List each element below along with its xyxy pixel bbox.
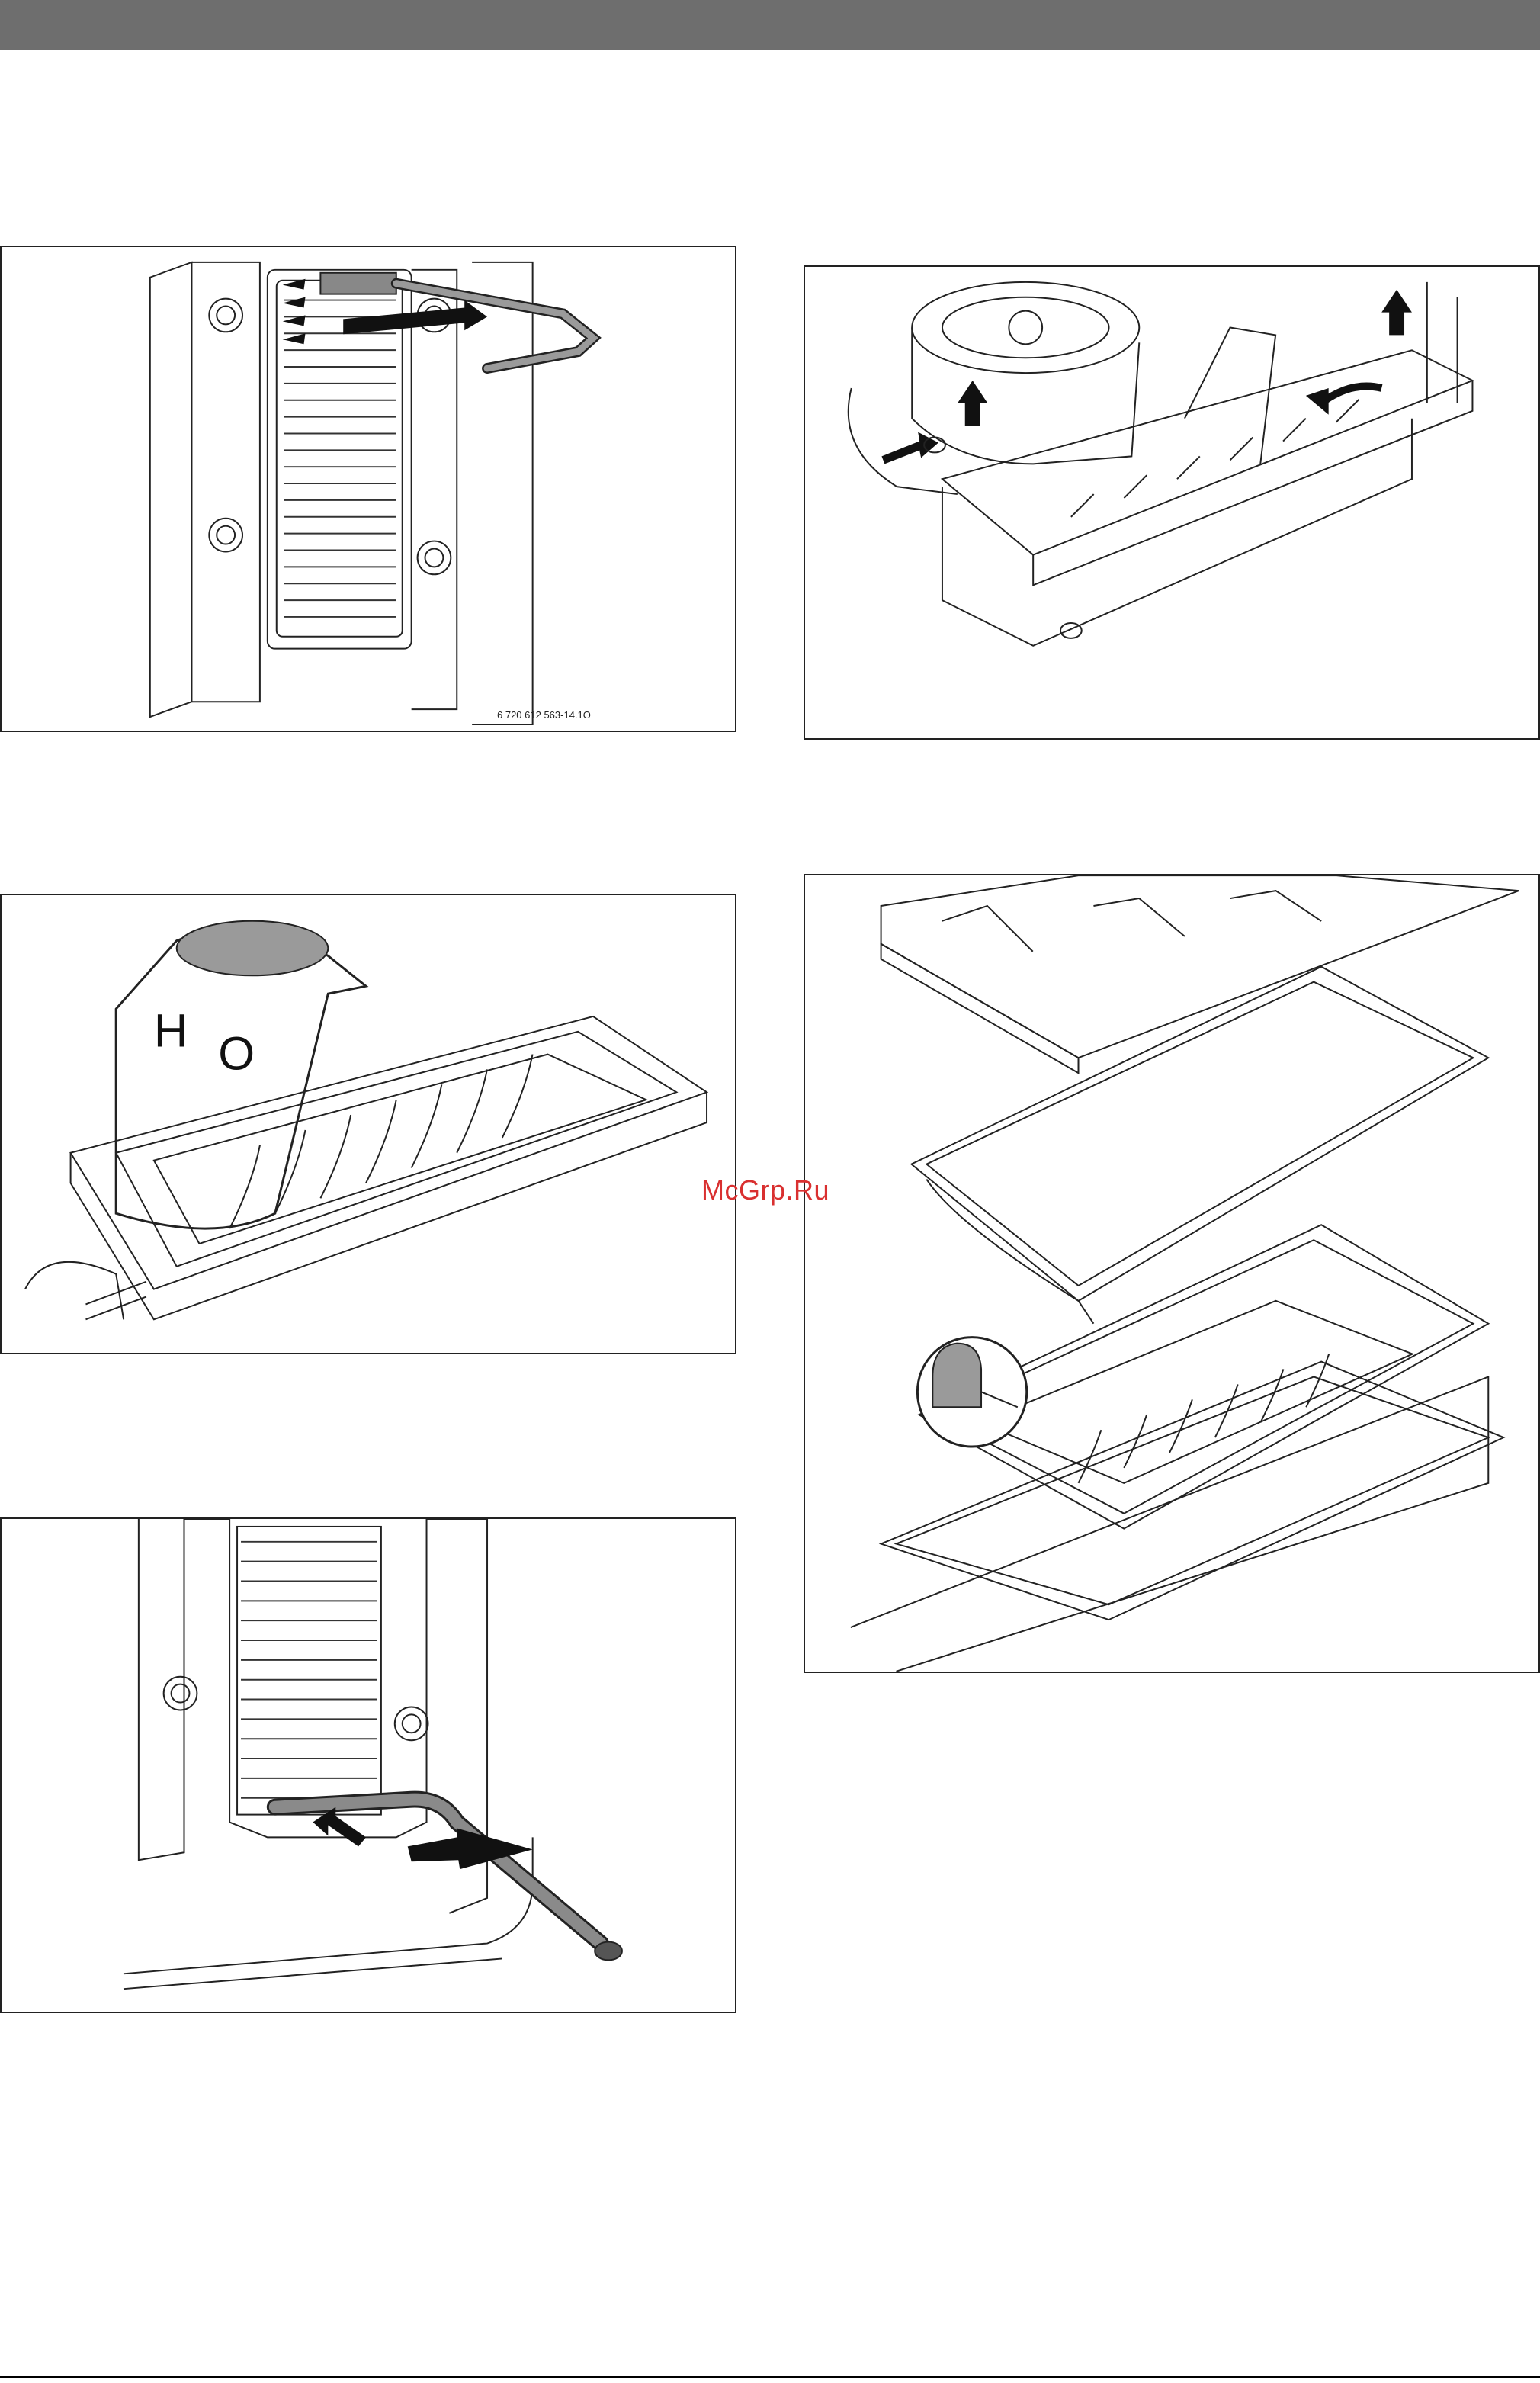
removal-arrows — [881, 290, 1411, 464]
water-flush-illustration: H O — [2, 895, 735, 1353]
jug-letter-h: H — [154, 1005, 188, 1058]
seal-rings — [924, 438, 1082, 638]
lower-brush-illustration — [2, 1519, 735, 2012]
footer-rule — [0, 2376, 1540, 2378]
burner-plate — [881, 875, 1519, 1058]
heat-exchanger-brush-illustration — [2, 247, 735, 731]
fin-lines — [284, 300, 396, 617]
figure-water-flush: H O — [0, 894, 736, 1354]
exploded-tray-illustration — [805, 875, 1538, 1672]
figure-brush-cleaning-top: 6 720 612 563-14.1O — [0, 246, 736, 732]
burner-assembly-illustration — [805, 267, 1538, 738]
watermark-text: McGrp.Ru — [701, 1174, 829, 1206]
figure-exploded-tray — [804, 874, 1540, 1673]
inner-liner — [911, 967, 1488, 1301]
fin-lines-bottom — [241, 1542, 377, 1798]
figure-burner-removal — [804, 265, 1540, 740]
jug-letter-o: O — [218, 1027, 255, 1080]
figure-code-label: 6 720 612 563-14.1O — [497, 709, 591, 721]
figure-brush-cleaning-bottom — [0, 1517, 736, 2013]
seal-detail-callout — [917, 1338, 1026, 1447]
header-bar — [0, 0, 1540, 50]
